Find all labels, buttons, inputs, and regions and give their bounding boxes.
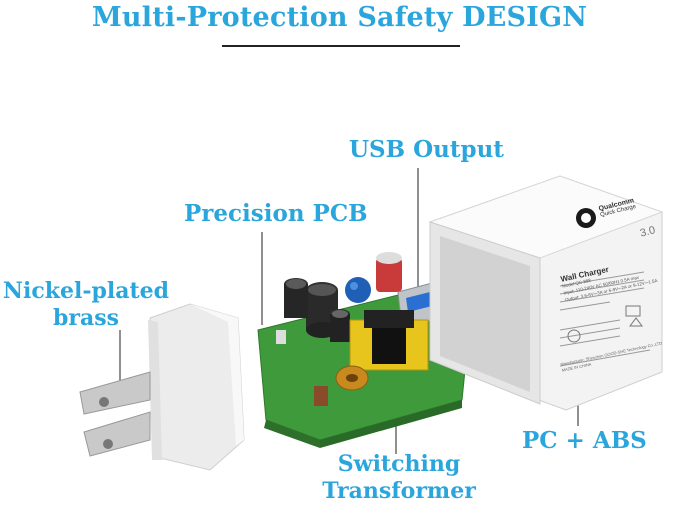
label-usb-output: USB Output <box>349 136 504 163</box>
label-nickel-plated-brass: Nickel-plated brass <box>0 278 172 332</box>
plug-base <box>79 303 245 471</box>
label-switching-transformer: Switching Transformer <box>315 451 483 505</box>
title-underline <box>222 45 460 47</box>
label-nickel-line1: Nickel-plated <box>2 278 170 304</box>
pcb-board <box>257 252 471 448</box>
charger-case <box>428 175 664 411</box>
label-precision-pcb: Precision PCB <box>184 200 368 227</box>
label-nickel-line2: brass <box>53 305 119 331</box>
label-switching-line1: Switching <box>337 451 461 477</box>
case-label-lines <box>559 271 651 367</box>
label-switching-line2: Transformer <box>322 478 476 504</box>
label-pc-abs: PC + ABS <box>522 427 647 454</box>
page-title: Multi-Protection Safety DESIGN <box>91 2 588 33</box>
